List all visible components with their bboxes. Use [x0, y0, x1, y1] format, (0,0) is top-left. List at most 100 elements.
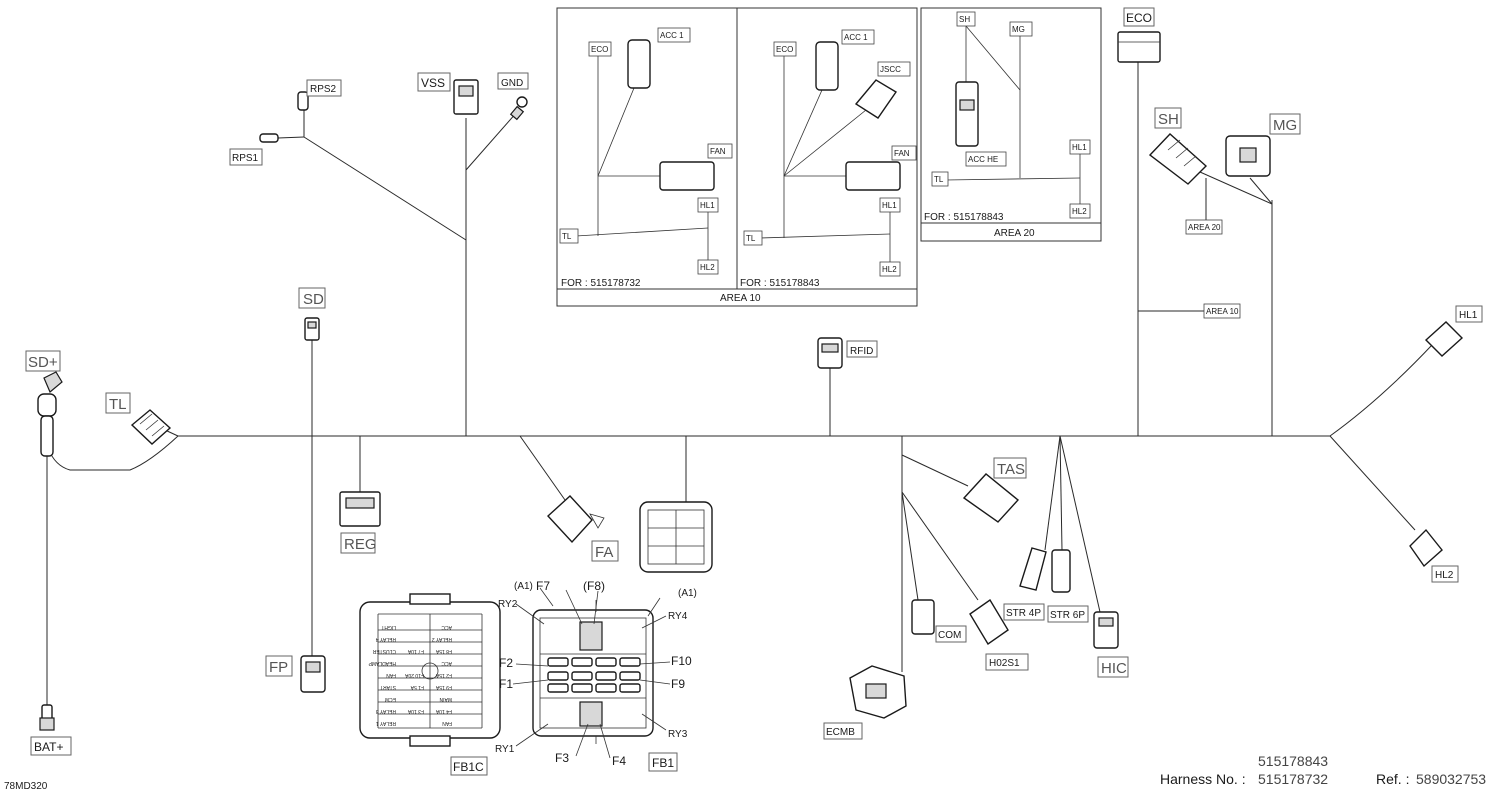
sh-connector: SH — [1148, 107, 1208, 185]
fb1-plug-connector — [639, 501, 713, 573]
area10-right-hl1: HL1 — [882, 201, 897, 210]
fuse-slot — [547, 683, 569, 693]
hic-connector: HIC — [1093, 611, 1129, 678]
ref-label: Ref. : — [1376, 771, 1409, 787]
tas-label: TAS — [997, 461, 1025, 478]
fuse-slot — [571, 671, 593, 681]
vss-label: VSS — [421, 76, 445, 90]
ecmb-connector: ECMB — [823, 665, 907, 740]
tl-label: TL — [109, 396, 127, 413]
fuse-cover-cell: MAIN — [439, 696, 452, 702]
area10-right-tl: TL — [746, 234, 756, 243]
area10-left-hl1: HL1 — [700, 201, 715, 210]
fb1c-label: FB1C — [453, 760, 484, 774]
fa-label: FA — [595, 544, 613, 561]
rps-connectors: RPS1 RPS2 — [229, 79, 342, 166]
bat-plus-connector: BAT+ — [30, 704, 72, 756]
area10-right-fan: FAN — [894, 149, 910, 158]
sd-connector: SD — [298, 287, 326, 341]
fuse-cover-cell: ECM — [385, 696, 396, 702]
callout-f7: F7 — [536, 579, 550, 593]
tl-connector: TL — [105, 392, 172, 445]
area20-sh: SH — [959, 15, 970, 24]
area20-title: AREA 20 — [994, 228, 1035, 239]
area10-left-eco: ECO — [591, 45, 608, 54]
reg-connector: REG — [339, 491, 381, 554]
drawing-id: 78MD320 — [4, 781, 48, 792]
rps2-label: RPS2 — [310, 84, 337, 95]
fuse-slots — [547, 657, 641, 693]
callout-f9: F9 — [671, 677, 685, 691]
fuse-cover-cell: F4 10A — [435, 708, 452, 714]
fuse-cover-cell: ACC — [441, 660, 452, 666]
harness-no-label: Harness No. : — [1160, 771, 1246, 787]
rps1-label: RPS1 — [232, 153, 259, 164]
callout-ry1: RY1 — [495, 744, 515, 755]
hl1-connector: HL1 — [1424, 305, 1483, 357]
ho2s1-label: H02S1 — [989, 658, 1020, 669]
fuse-cover-cell: F10 20A — [404, 672, 424, 678]
area20-mg: MG — [1012, 25, 1025, 34]
hl2-label: HL2 — [1435, 570, 1454, 581]
ecmb-label: ECMB — [826, 727, 855, 738]
fp-connector: FP — [265, 655, 326, 693]
fuse-slot — [571, 683, 593, 693]
fuse-cover-cell: ACC — [441, 624, 452, 630]
rfid-label: RFID — [850, 346, 873, 357]
inset-area10: AREA 10 ECO ACC 1 FAN HL1 TL HL2 FOR : 5… — [556, 7, 918, 307]
callout-f4: F4 — [612, 754, 626, 768]
eco-connector: ECO — [1117, 7, 1161, 63]
harness-no-2: 515178732 — [1258, 771, 1328, 787]
ref-no: 589032753 — [1416, 771, 1486, 787]
callout-f8: (F8) — [583, 579, 605, 593]
fuse-cover-cell: RELAY 3 — [376, 708, 396, 714]
gnd-label: GND — [501, 78, 523, 89]
area20-tl: TL — [934, 175, 944, 184]
str4p-label: STR 4P — [1006, 608, 1041, 619]
area10-right-acc1: ACC 1 — [844, 33, 868, 42]
area10-left-tl: TL — [562, 232, 572, 241]
com-label: COM — [938, 630, 961, 641]
fuse-cover-cell: FAN — [386, 672, 396, 678]
fuse-cover-cell: F3 10A — [407, 708, 424, 714]
fuse-slot — [595, 657, 617, 667]
hl2-connector: HL2 — [1409, 528, 1459, 583]
fuse-cover-cell: FAN — [442, 720, 452, 726]
fuse-slot — [619, 671, 641, 681]
area10-left-fan: FAN — [710, 147, 726, 156]
area20-acc-he: ACC HE — [968, 155, 998, 164]
callout-f1: F1 — [499, 677, 513, 691]
fuse-slot — [619, 657, 641, 667]
callout-f3: F3 — [555, 751, 569, 765]
fuse-slot — [571, 657, 593, 667]
sd-plus-connector: SD+ — [25, 350, 63, 457]
area20-tag: AREA 20 — [1185, 219, 1223, 235]
fuse-cover-cell: F7 10A — [407, 648, 424, 654]
hl1-label: HL1 — [1459, 310, 1478, 321]
area20-hl1: HL1 — [1072, 143, 1087, 152]
area10-left-note: FOR : 515178732 — [561, 278, 641, 289]
str6p-label: STR 6P — [1050, 610, 1085, 621]
callout-a1-right: (A1) — [678, 588, 697, 599]
mg-connector: MG — [1225, 113, 1301, 177]
fuse-cover-cell: F2 15A — [435, 672, 452, 678]
area10-right-jscc: JSCC — [880, 65, 901, 74]
area20-hl2: HL2 — [1072, 207, 1087, 216]
com-connector: COM — [911, 599, 967, 643]
sd-plus-label: SD+ — [28, 354, 58, 371]
ho2s1-connector: H02S1 — [969, 598, 1029, 671]
area10-tag: AREA 10 — [1203, 303, 1241, 319]
tas-connector: TAS — [962, 457, 1027, 523]
fuse-cover-cell: RELAY 1 — [376, 720, 396, 726]
footer: 78MD320 Harness No. : 515178843 51517873… — [4, 753, 1486, 792]
harness-wires — [46, 62, 1433, 705]
rfid-connector: RFID — [817, 337, 878, 369]
gnd-connector: GND — [497, 72, 529, 121]
area10-right-hl2: HL2 — [882, 265, 897, 274]
fuse-slot — [547, 657, 569, 667]
sh-label: SH — [1158, 111, 1179, 128]
vss-connector: VSS — [417, 72, 479, 115]
hic-label: HIC — [1101, 660, 1127, 677]
